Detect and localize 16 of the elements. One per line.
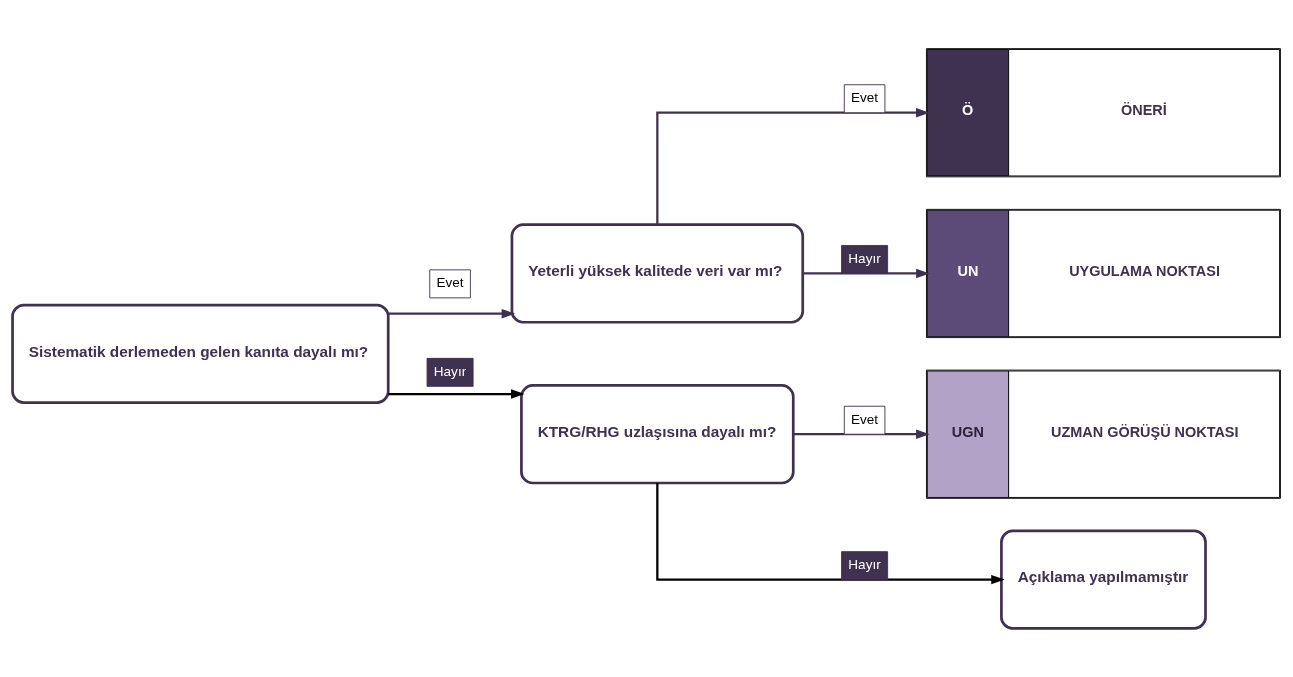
arrow	[802, 268, 930, 279]
node-box: Sistematik derlemeden gelen kanıta dayalı mı?	[11, 303, 390, 404]
node-box: Yeterli yüksek kalitede veri var mı?	[510, 223, 805, 324]
edge-label: Hayır	[848, 557, 881, 573]
edge-label: Evet	[851, 90, 879, 106]
arrow	[388, 308, 516, 319]
node-box: Açıklama yapılmamıştır	[1000, 529, 1207, 630]
arrow	[656, 107, 930, 225]
edge-label: Evet	[436, 275, 464, 291]
arrow	[793, 429, 930, 439]
edge-label: Evet	[851, 411, 879, 427]
edge-label: Hayır	[433, 363, 467, 379]
arrow	[388, 389, 525, 399]
edge-label: Hayır	[848, 251, 881, 267]
node-box: KTRG/RHG uzlaşısına dayalı mı?	[520, 384, 795, 485]
arrow	[656, 483, 1005, 585]
